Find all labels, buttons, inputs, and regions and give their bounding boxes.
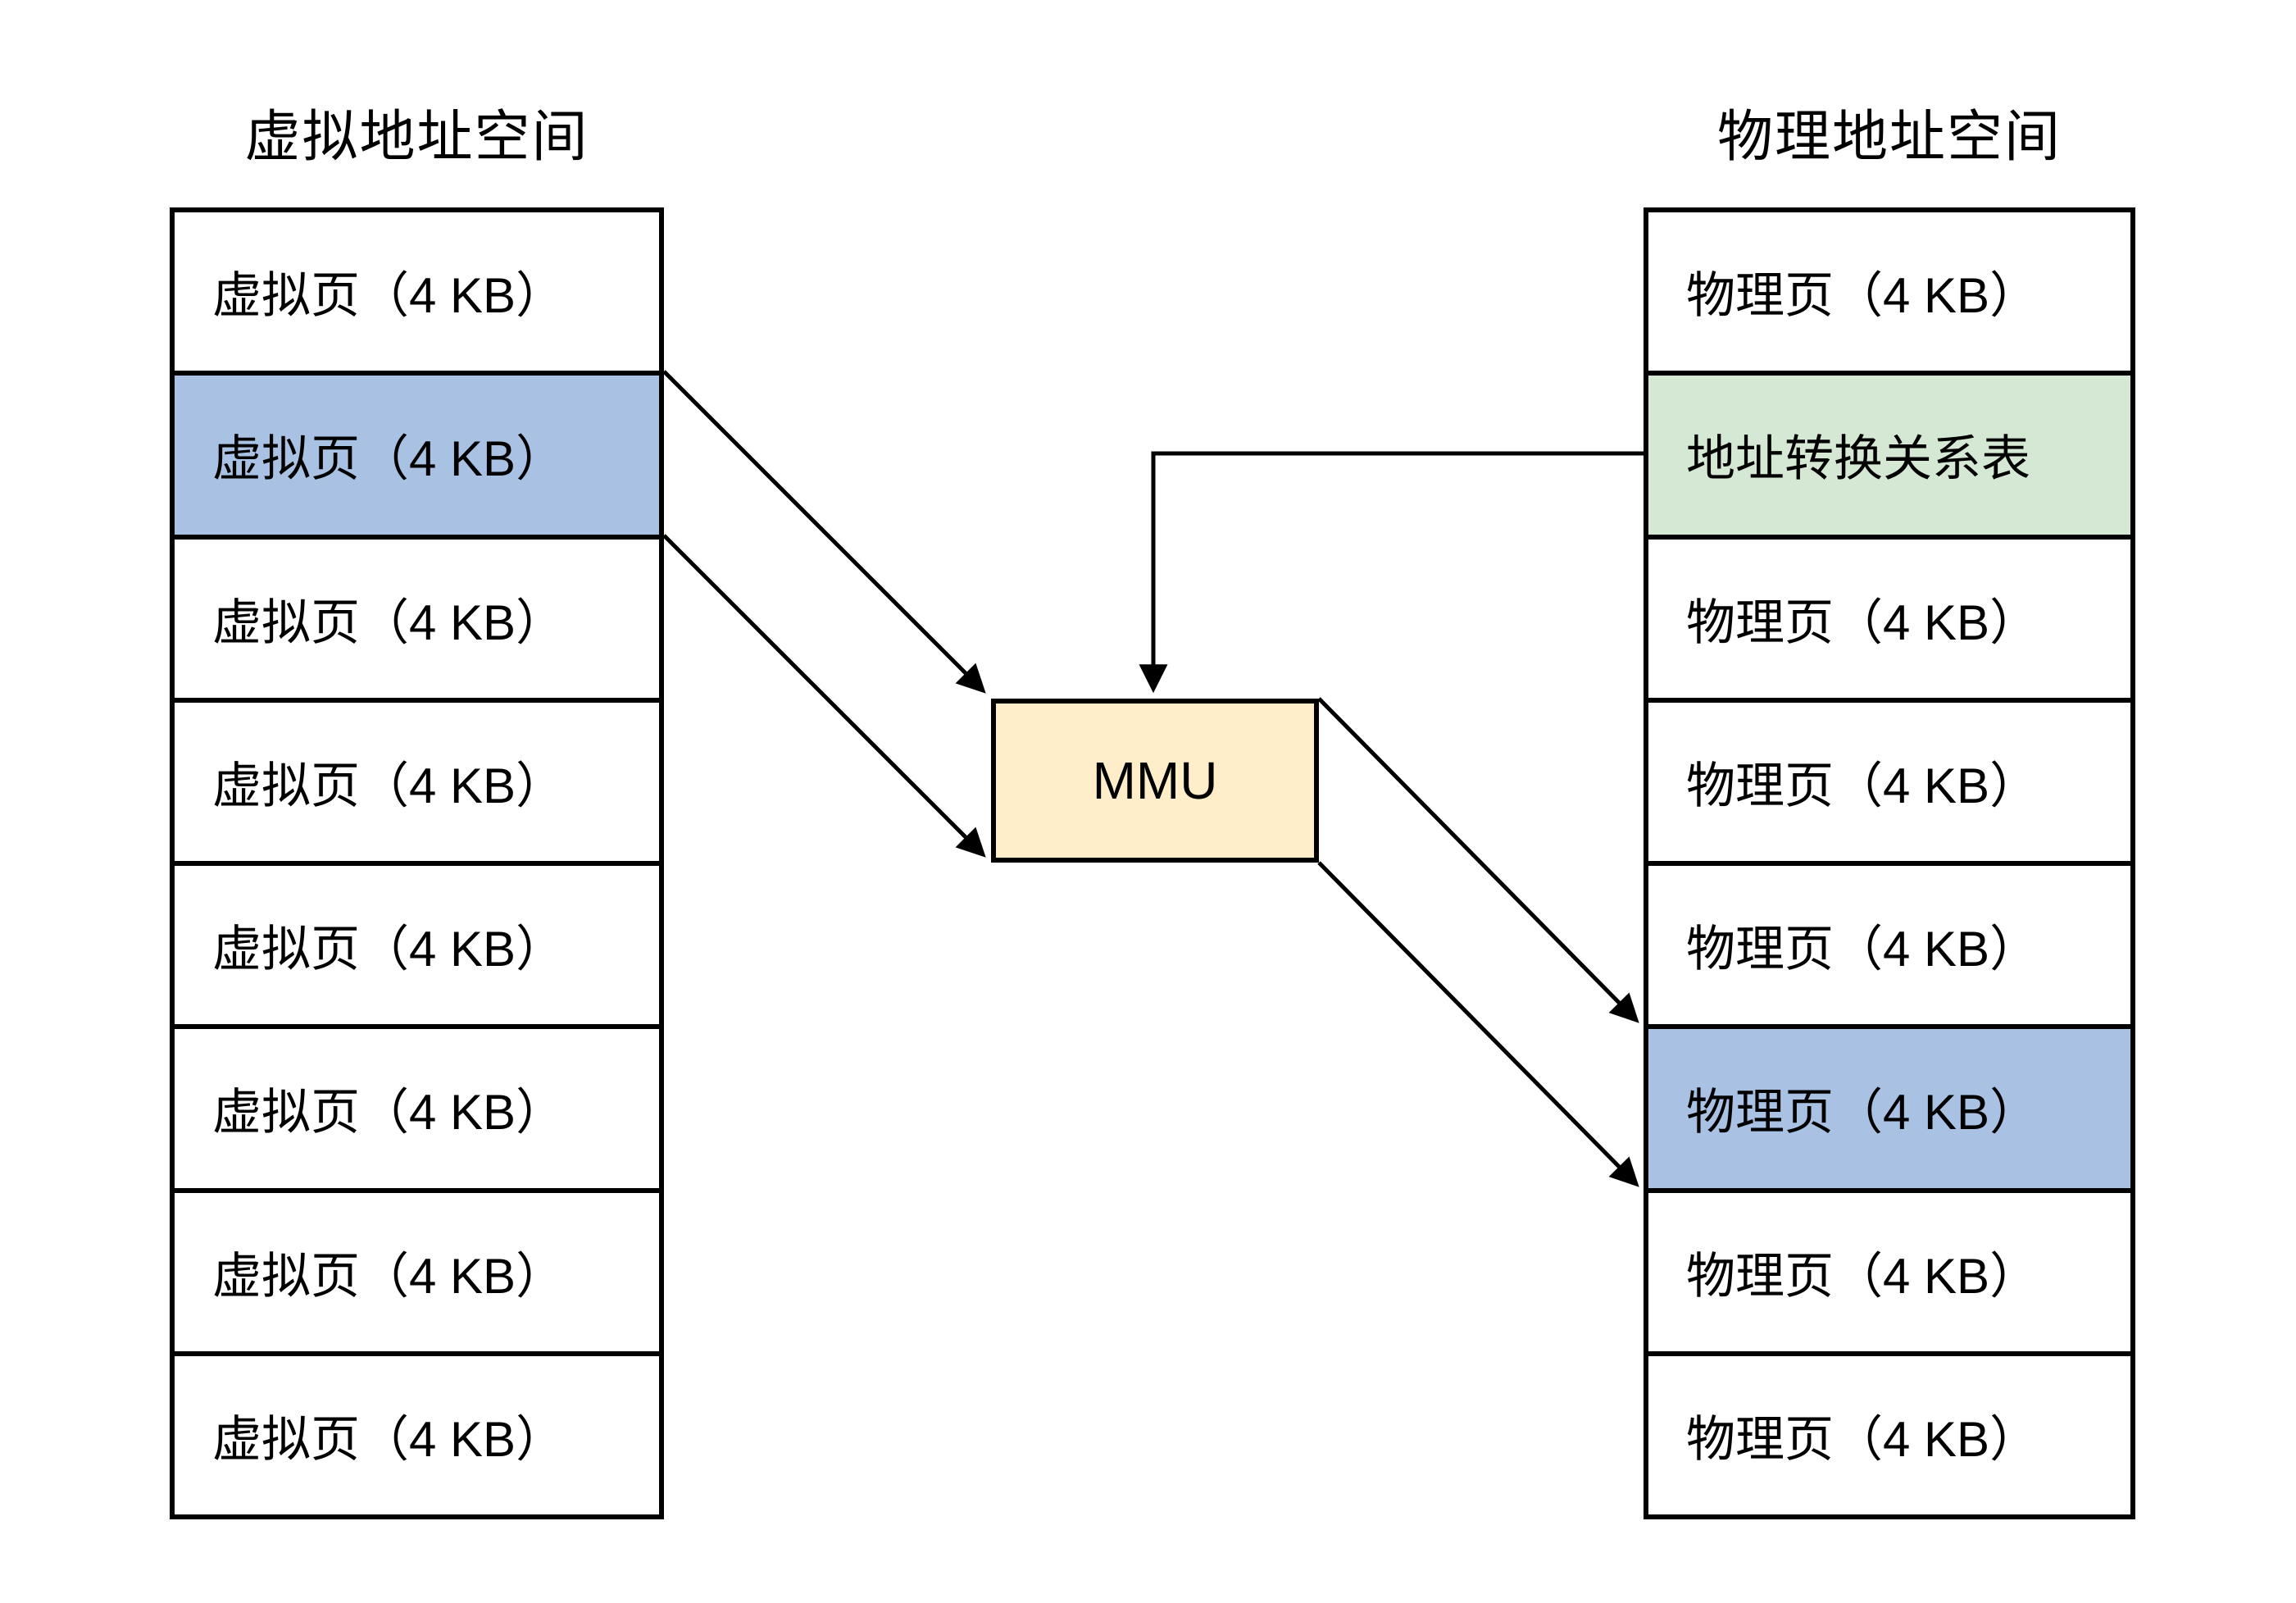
virtual-address-space-title: 虚拟地址空间 xyxy=(244,105,589,168)
physical-page-label: 物理页（4 KB） xyxy=(1686,758,2039,813)
physical-page-label: 物理页（4 KB） xyxy=(1686,922,2039,977)
virtual-page-table: 虚拟页（4 KB） 虚拟页（4 KB） 虚拟页（4 KB） 虚拟页（4 KB） … xyxy=(170,207,664,1519)
virtual-page-label: 虚拟页（4 KB） xyxy=(212,1248,566,1304)
address-translation-table-label: 地址转换关系表 xyxy=(1686,431,2030,487)
virtual-page-label: 虚拟页（4 KB） xyxy=(212,431,566,487)
physical-page-row-highlighted: 物理页（4 KB） xyxy=(1648,1024,2130,1188)
virtual-page-row: 虚拟页（4 KB） xyxy=(175,697,659,861)
physical-address-space-title: 物理地址空间 xyxy=(1716,105,2062,168)
virtual-page-label: 虚拟页（4 KB） xyxy=(212,758,566,813)
physical-page-row: 物理页（4 KB） xyxy=(1648,1350,2130,1514)
mmu-box: MMU xyxy=(991,699,1319,863)
virtual-page-label: 虚拟页（4 KB） xyxy=(212,594,566,650)
address-translation-table-row: 地址转换关系表 xyxy=(1648,371,2130,535)
virtual-page-row: 虚拟页（4 KB） xyxy=(175,212,659,371)
virtual-page-row: 虚拟页（4 KB） xyxy=(175,534,659,698)
virtual-page-row: 虚拟页（4 KB） xyxy=(175,1350,659,1514)
arrow-virtualpage-top-to-mmu xyxy=(662,370,986,694)
mmu-label: MMU xyxy=(1092,751,1218,810)
physical-page-row: 物理页（4 KB） xyxy=(1648,534,2130,698)
physical-page-table: 物理页（4 KB） 地址转换关系表 物理页（4 KB） 物理页（4 KB） 物理… xyxy=(1644,207,2135,1519)
physical-page-row: 物理页（4 KB） xyxy=(1648,697,2130,861)
physical-page-label: 物理页（4 KB） xyxy=(1686,1411,2039,1467)
virtual-page-row-highlighted: 虚拟页（4 KB） xyxy=(175,371,659,535)
virtual-page-row: 虚拟页（4 KB） xyxy=(175,1187,659,1351)
physical-page-label: 物理页（4 KB） xyxy=(1686,1085,2039,1141)
arrow-translation-table-to-mmu xyxy=(1139,451,1644,694)
virtual-page-label: 虚拟页（4 KB） xyxy=(212,922,566,977)
arrow-mmu-to-physicalpage-bottom xyxy=(1317,861,1639,1187)
virtual-page-label: 虚拟页（4 KB） xyxy=(212,268,566,324)
physical-page-label: 物理页（4 KB） xyxy=(1686,1248,2039,1304)
physical-page-row: 物理页（4 KB） xyxy=(1648,861,2130,1025)
physical-page-label: 物理页（4 KB） xyxy=(1686,594,2039,650)
virtual-page-label: 虚拟页（4 KB） xyxy=(212,1085,566,1141)
arrow-mmu-to-physicalpage-top xyxy=(1317,697,1639,1023)
arrow-virtualpage-bottom-to-mmu xyxy=(662,534,986,858)
physical-page-label: 物理页（4 KB） xyxy=(1686,268,2039,324)
virtual-page-label: 虚拟页（4 KB） xyxy=(212,1411,566,1467)
physical-page-row: 物理页（4 KB） xyxy=(1648,1187,2130,1351)
virtual-page-row: 虚拟页（4 KB） xyxy=(175,861,659,1025)
virtual-page-row: 虚拟页（4 KB） xyxy=(175,1024,659,1188)
physical-page-row: 物理页（4 KB） xyxy=(1648,212,2130,371)
